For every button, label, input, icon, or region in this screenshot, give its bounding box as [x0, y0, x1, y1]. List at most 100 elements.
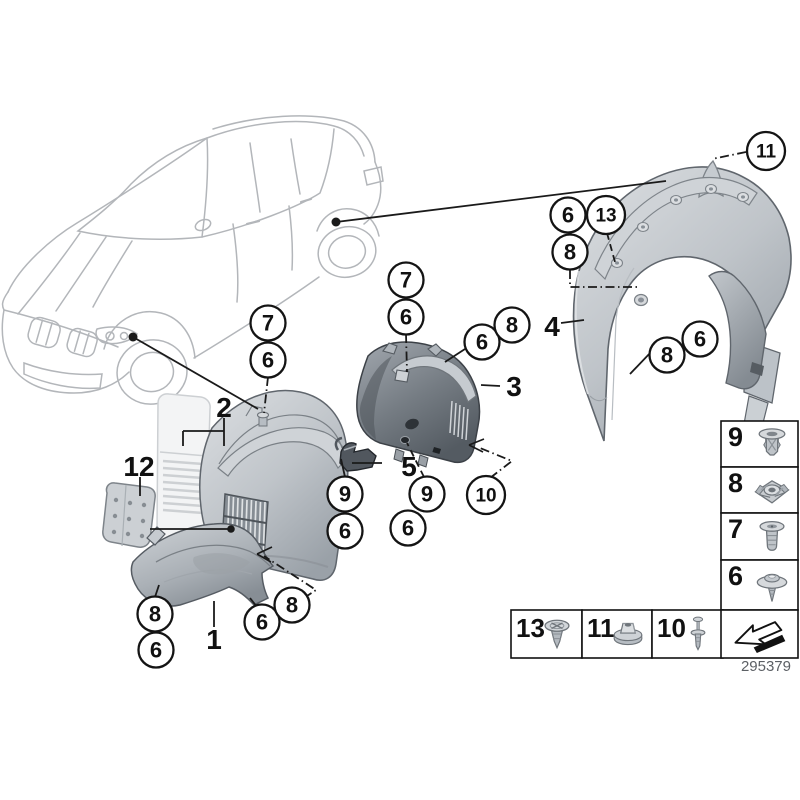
callout-number: 9	[339, 482, 351, 507]
leader-callout-10	[479, 447, 514, 479]
car-roof-side	[206, 120, 365, 157]
legend-cell-6: 6	[720, 559, 799, 611]
car-bumper	[1, 291, 130, 394]
legend-number: 13	[516, 613, 545, 643]
callout-9[interactable]: 9	[408, 475, 446, 513]
callout-number: 10	[475, 486, 496, 507]
callout-13[interactable]: 13	[585, 194, 627, 236]
car-headlight	[95, 326, 139, 345]
leader-front-wheel	[132, 336, 259, 410]
callout-circle	[408, 475, 446, 513]
callout-number: 6	[256, 610, 268, 635]
part-label-12[interactable]: 12	[123, 451, 154, 482]
callout-circle	[585, 194, 627, 236]
callout-6[interactable]: 6	[549, 196, 587, 234]
part-label-5[interactable]: 5	[401, 451, 417, 482]
car-hood-crease-3	[92, 240, 133, 308]
car-mirror	[194, 218, 212, 232]
callout-circle	[745, 130, 787, 172]
callout-number: 8	[286, 593, 298, 618]
callout-6[interactable]: 6	[389, 509, 427, 547]
callout-8[interactable]: 8	[273, 586, 311, 624]
car-front-rim	[129, 351, 175, 393]
part-1-under-cover	[130, 522, 275, 607]
car-roof-upper	[212, 115, 376, 163]
part-5-bracket	[334, 436, 377, 472]
callout-7[interactable]: 7	[387, 261, 425, 299]
car-beltline	[201, 128, 335, 238]
doc-number: 295379	[741, 658, 791, 675]
callout-circle	[681, 320, 719, 358]
part-label-3[interactable]: 3	[506, 371, 522, 402]
callout-6[interactable]: 6	[681, 320, 719, 358]
callout-number: 8	[564, 240, 576, 265]
callout-6[interactable]: 6	[387, 298, 425, 336]
leader-label-3	[480, 384, 501, 387]
part-4-right-flange	[708, 270, 767, 390]
callout-10[interactable]: 10	[465, 474, 507, 516]
callout-8[interactable]: 8	[551, 233, 589, 271]
leader-callout-8-part4-top	[569, 270, 638, 288]
callout-circle	[243, 603, 281, 641]
leader-callout-8-part4	[629, 350, 653, 375]
callout-8[interactable]: 8	[136, 595, 174, 633]
car-door-handle-2	[299, 197, 313, 204]
callout-6[interactable]: 6	[326, 512, 364, 550]
callout-6[interactable]: 6	[243, 603, 281, 641]
callout-circle	[463, 323, 501, 361]
callout-circle	[387, 298, 425, 336]
legend-cell-7: 7	[720, 512, 799, 561]
leader-callout-13	[606, 232, 616, 263]
callout-8[interactable]: 8	[493, 306, 531, 344]
callout-circle	[273, 586, 311, 624]
callout-number: 7	[262, 311, 274, 336]
leader-bracket-2	[182, 418, 225, 446]
part-4-rear-arch-liner	[572, 159, 792, 442]
car-kidney-grille-left	[27, 316, 61, 349]
callout-circle	[551, 233, 589, 271]
car-bpillar	[249, 142, 261, 213]
leader-callout-6-part2-top	[263, 376, 269, 414]
callout-circle	[137, 631, 175, 669]
leader-callout-9-bracket	[340, 458, 346, 478]
callout-9[interactable]: 9	[326, 475, 364, 513]
callout-number: 8	[661, 343, 673, 368]
leader-label-4	[560, 319, 585, 324]
callout-6[interactable]: 6	[463, 323, 501, 361]
callout-number: 11	[756, 142, 777, 163]
car-rear-arch	[316, 208, 380, 237]
callout-number: 6	[476, 330, 488, 355]
part-label-layer: 2 12 1 5 34	[123, 311, 560, 655]
arrowhead-vent	[256, 546, 273, 563]
car-hood-crease-1	[17, 232, 81, 315]
callout-number: 8	[149, 602, 161, 627]
car-outline	[1, 115, 384, 405]
callout-circle	[465, 474, 507, 516]
car-kidney-grille-right	[66, 327, 98, 358]
plate-rivets	[111, 497, 147, 539]
car-hood-crease-2	[55, 236, 107, 312]
callout-circle	[387, 261, 425, 299]
callout-number: 6	[562, 203, 574, 228]
callout-circle	[648, 336, 686, 374]
callout-8[interactable]: 8	[648, 336, 686, 374]
part-label-2[interactable]: 2	[216, 392, 232, 423]
callout-circle	[389, 509, 427, 547]
legend-cell-13: 13	[510, 609, 583, 659]
car-door-seam-1	[232, 223, 239, 303]
callout-6[interactable]: 6	[249, 341, 287, 379]
leader-callout-6-part3	[444, 348, 466, 363]
callout-11[interactable]: 11	[745, 130, 787, 172]
callout-6[interactable]: 6	[137, 631, 175, 669]
car-windshield	[76, 137, 209, 240]
callout-7[interactable]: 7	[249, 304, 287, 342]
leader-lines	[128, 151, 747, 627]
legend-cell-11: 11	[581, 609, 653, 659]
part-label-1[interactable]: 1	[206, 624, 222, 655]
legend-number: 9	[728, 422, 743, 452]
part-label-4[interactable]: 4	[544, 311, 560, 342]
callout-circle	[249, 341, 287, 379]
car-headlight-lens-2	[119, 331, 129, 341]
callout-number: 6	[150, 638, 162, 663]
